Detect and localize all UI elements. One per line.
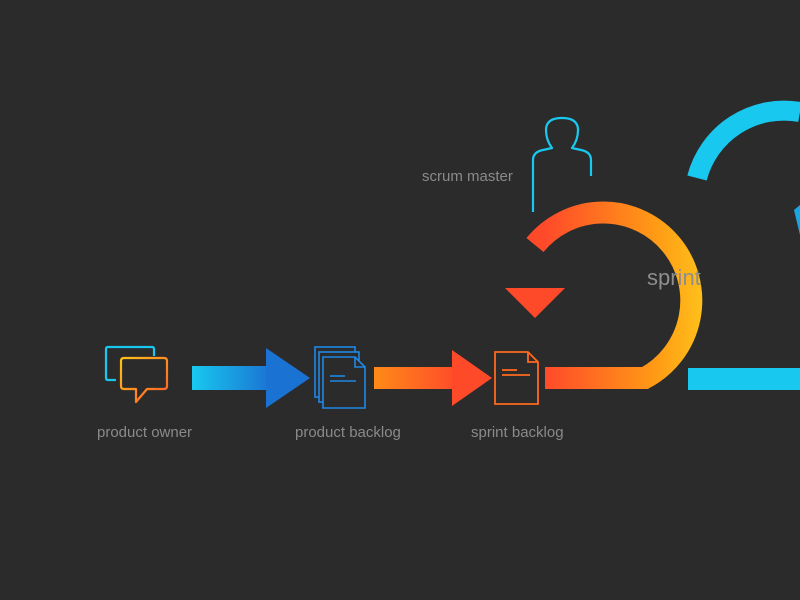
product-backlog-label: product backlog <box>295 424 401 441</box>
sprint-backlog-label: sprint backlog <box>471 424 564 441</box>
product-owner-label: product owner <box>97 424 193 441</box>
scrum-master-label: scrum master <box>422 168 513 185</box>
document-stack-icon <box>314 346 366 409</box>
person-outline-icon <box>531 116 593 212</box>
document-icon <box>494 351 539 405</box>
sprint-label: sprint <box>647 265 701 290</box>
arrow-backlog-to-sprint-backlog <box>374 350 492 406</box>
circular-arrow-icon <box>505 201 703 389</box>
arrow-owner-to-backlog <box>192 348 310 408</box>
background-cyan-loop <box>687 100 800 390</box>
chat-bubbles-icon <box>104 345 169 404</box>
